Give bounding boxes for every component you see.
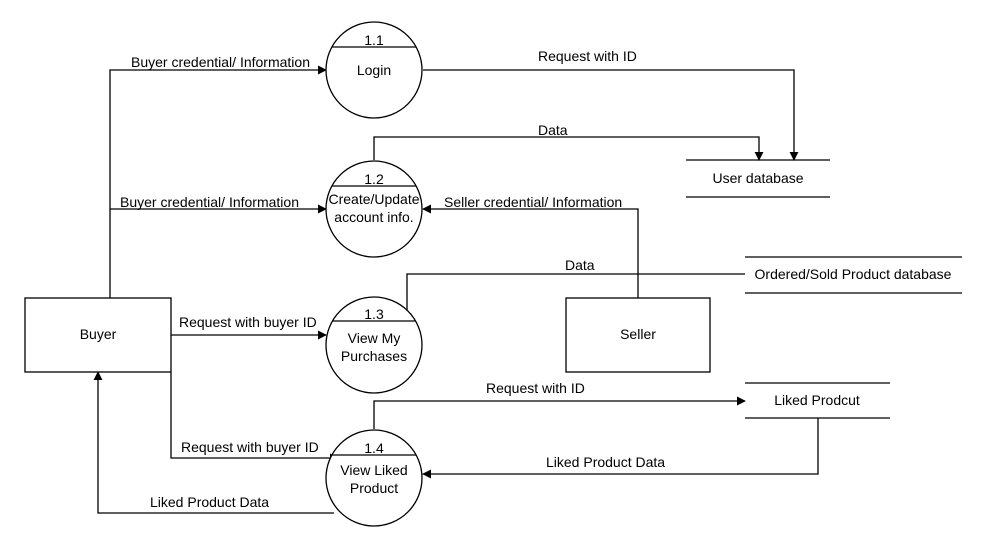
- entity-seller: Seller: [565, 297, 711, 373]
- datastore-liked-product: Liked Prodcut: [745, 382, 890, 419]
- datastore-ordered-sold-label: Ordered/Sold Product database: [755, 266, 952, 282]
- flow-update-to-userdb: [373, 136, 764, 161]
- process-label-line-1: View Liked: [340, 462, 407, 478]
- entity-buyer-label: Buyer: [80, 326, 117, 342]
- label-buyer-to-update: Buyer credential/ Information: [120, 194, 299, 210]
- process-1-3: 1.3 View My Purchases: [325, 296, 423, 394]
- process-number: 1.3: [364, 306, 384, 322]
- label-buyer-to-login: Buyer credential/ Information: [131, 54, 310, 70]
- flow-liked-request: [373, 396, 746, 429]
- label-seller-to-update: Seller credential/ Information: [444, 194, 622, 210]
- label-liked-request: Request with ID: [486, 380, 585, 396]
- datastore-ordered-sold-product: Ordered/Sold Product database: [745, 256, 962, 294]
- label-buyer-to-purchases: Request with buyer ID: [179, 314, 317, 330]
- process-1-4: 1.4 View Liked Product: [325, 429, 423, 527]
- datastore-user-database-label: User database: [712, 170, 803, 186]
- process-label: Login: [357, 62, 391, 78]
- flow-liked-data-to-process: [422, 418, 819, 479]
- flow-liked-data-to-buyer: [93, 371, 334, 514]
- label-login-to-userdb: Request with ID: [538, 48, 637, 64]
- process-label-line-1: View My: [348, 330, 401, 346]
- process-1-2: 1.2 Create/Update account info.: [325, 160, 423, 258]
- process-label-line-2: account info.: [334, 209, 413, 225]
- label-liked-data-to-process: Liked Product Data: [546, 454, 665, 470]
- label-liked-data-to-buyer: Liked Product Data: [150, 494, 269, 510]
- flow-orders-to-purchases: [402, 273, 745, 322]
- entity-seller-label: Seller: [620, 326, 656, 342]
- process-label-line-2: Purchases: [341, 348, 407, 364]
- process-number: 1.2: [364, 171, 384, 187]
- datastore-liked-product-label: Liked Prodcut: [774, 392, 860, 408]
- label-buyer-to-liked: Request with buyer ID: [181, 439, 319, 455]
- entity-buyer: Buyer: [24, 297, 172, 373]
- label-orders-to-purchases: Data: [565, 257, 595, 273]
- flow-login-to-userdb: [423, 69, 799, 161]
- datastore-user-database: User database: [686, 159, 830, 198]
- process-label-line-2: Product: [350, 480, 398, 496]
- label-update-to-userdb: Data: [538, 122, 568, 138]
- process-number: 1.1: [364, 32, 384, 48]
- process-1-1: 1.1 Login: [325, 21, 423, 119]
- flow-buyer-to-liked: [170, 372, 339, 463]
- flow-buyer-to-login: [109, 65, 327, 298]
- process-number: 1.4: [364, 440, 384, 456]
- flow-seller-to-update: [422, 204, 639, 298]
- process-label-line-1: Create/Update: [328, 191, 419, 207]
